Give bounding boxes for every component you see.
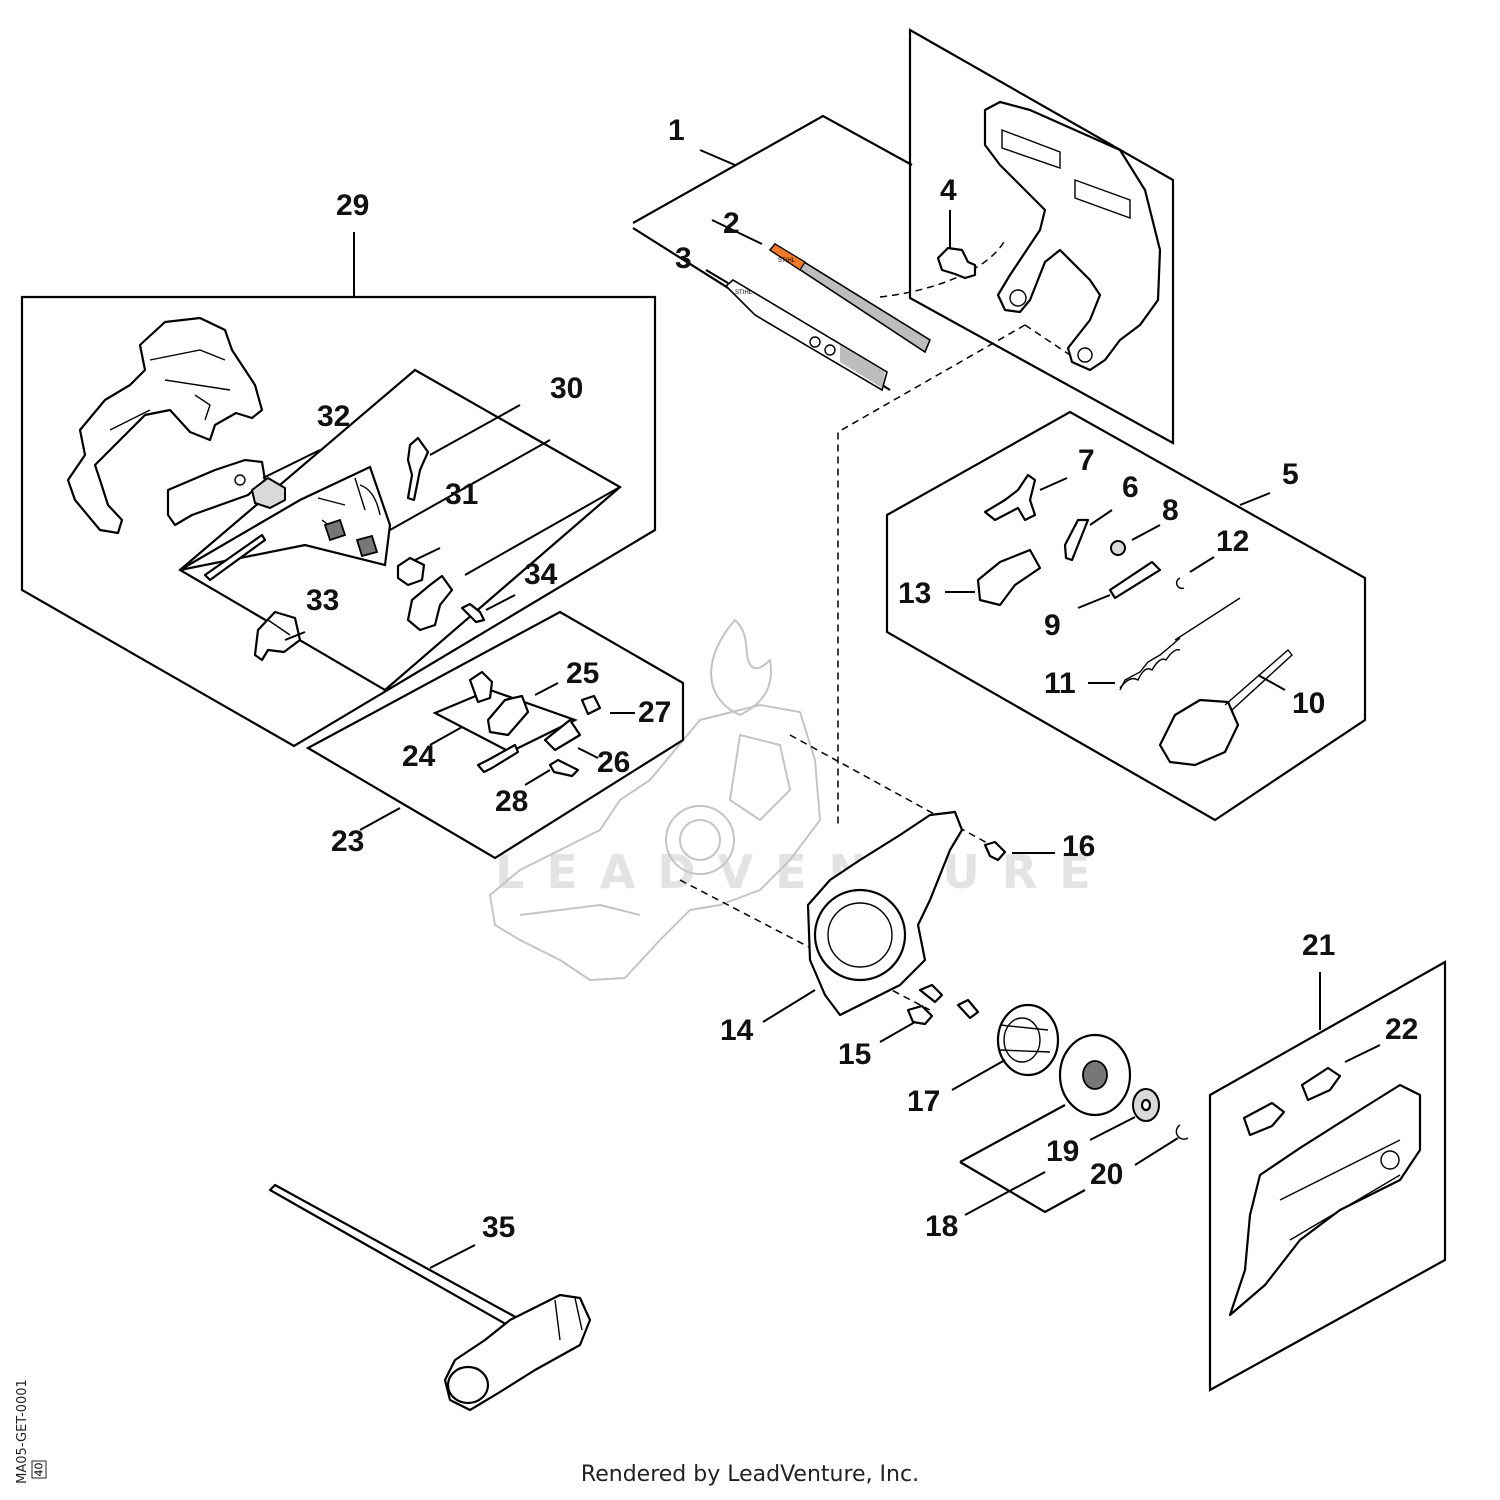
callout-14: 14 xyxy=(720,1014,754,1047)
render-credit: Rendered by LeadVenture, Inc. xyxy=(580,1462,920,1487)
screw-28a xyxy=(476,743,520,774)
leader-lines xyxy=(262,149,1381,1269)
callout-8: 8 xyxy=(1162,494,1179,527)
callout-35: 35 xyxy=(482,1211,515,1244)
frame-29 xyxy=(20,232,657,748)
washer-18 xyxy=(1132,1088,1160,1122)
callouts: 1 2 3 4 5 6 7 8 9 10 11 12 13 14 15 16 1… xyxy=(306,114,1418,1244)
callout-1: 1 xyxy=(668,114,685,147)
watermark-flame-icon xyxy=(710,619,772,716)
callout-26: 26 xyxy=(597,746,630,779)
pump-parts xyxy=(468,670,602,778)
pump-housing xyxy=(486,694,530,737)
callout-30: 30 xyxy=(550,372,583,405)
decal-2: STIHL xyxy=(768,242,932,354)
handle-housing xyxy=(66,316,264,535)
screw-15b xyxy=(956,998,980,1020)
callout-6: 6 xyxy=(1122,471,1139,504)
clutch-17 xyxy=(996,1003,1060,1077)
brake-lever-7 xyxy=(983,473,1037,522)
sprocket-cover-21 xyxy=(1228,1083,1422,1317)
frame-31-bracket xyxy=(179,465,392,572)
bar-decal-text: STIHL xyxy=(735,290,753,296)
callout-21: 21 xyxy=(1302,929,1335,962)
pump-clip xyxy=(580,694,602,716)
callout-7: 7 xyxy=(1078,444,1095,477)
side-plate-14 xyxy=(806,810,964,1017)
callout-22: 22 xyxy=(1385,1013,1418,1046)
callout-28: 28 xyxy=(495,785,528,818)
pump-lever xyxy=(543,718,582,752)
callout-32: 32 xyxy=(317,400,350,433)
screw-15a xyxy=(918,983,944,1004)
frame-18 xyxy=(959,1104,1086,1214)
callout-16: 16 xyxy=(1062,830,1095,863)
callout-24: 24 xyxy=(402,740,436,773)
callout-11: 11 xyxy=(1044,667,1076,700)
frame-1 xyxy=(632,114,913,224)
callout-27: 27 xyxy=(638,696,671,729)
callout-19: 19 xyxy=(1046,1135,1079,1168)
stop-switch xyxy=(253,610,302,662)
callout-23: 23 xyxy=(331,825,364,858)
throttle-sleeve xyxy=(251,477,286,509)
callout-29: 29 xyxy=(336,189,369,222)
wrench-35 xyxy=(268,1183,592,1412)
frame-30 xyxy=(178,368,622,692)
bushing-4 xyxy=(936,246,977,280)
callout-9: 9 xyxy=(1044,609,1061,642)
callout-25: 25 xyxy=(566,657,599,690)
callout-17: 17 xyxy=(907,1085,940,1118)
link-9 xyxy=(1108,560,1162,600)
hand-guard xyxy=(983,100,1162,372)
callout-20: 20 xyxy=(1090,1158,1123,1191)
brake-block-13 xyxy=(976,548,1042,607)
callout-12: 12 xyxy=(1216,525,1249,558)
chain-brake-decal-text: STIHL xyxy=(778,258,796,264)
e-clip-12 xyxy=(1175,577,1185,590)
callout-10: 10 xyxy=(1292,687,1325,720)
brake-link-6 xyxy=(1063,518,1090,562)
washer-8 xyxy=(1110,540,1126,556)
decal-3: STIHL xyxy=(724,279,888,392)
sprocket-19 xyxy=(1058,1033,1132,1117)
switch-piece xyxy=(396,556,426,587)
callout-33: 33 xyxy=(306,584,339,617)
springs-and-rod xyxy=(203,477,381,582)
callout-3: 3 xyxy=(675,242,692,275)
screw-34 xyxy=(460,602,486,624)
pump-plug xyxy=(468,670,494,704)
frame-21 xyxy=(1208,960,1447,1392)
frame-24-sub xyxy=(432,688,578,754)
interlock-lever xyxy=(406,436,430,502)
clip-20 xyxy=(1175,1124,1189,1140)
switch-lever xyxy=(406,574,454,632)
nut-22b xyxy=(1242,1101,1286,1137)
throttle-trigger xyxy=(166,458,267,527)
engine-housing-ghost xyxy=(489,704,821,981)
callout-4: 4 xyxy=(940,174,957,207)
screw-16 xyxy=(983,840,1007,862)
brake-band-10 xyxy=(1158,648,1293,767)
callout-13: 13 xyxy=(898,577,931,610)
callout-2: 2 xyxy=(723,207,740,240)
frame-4 xyxy=(908,28,1175,445)
callout-5: 5 xyxy=(1282,458,1299,491)
callout-31: 31 xyxy=(445,478,478,511)
callout-18: 18 xyxy=(925,1210,958,1243)
frame-23 xyxy=(305,610,685,860)
frame-5 xyxy=(885,410,1367,822)
screw-28b xyxy=(548,758,580,778)
spring-11 xyxy=(1119,597,1241,691)
callout-15: 15 xyxy=(838,1038,871,1071)
nut-22a xyxy=(1300,1066,1342,1102)
callout-34: 34 xyxy=(524,558,558,591)
screw-15c xyxy=(906,1004,934,1026)
